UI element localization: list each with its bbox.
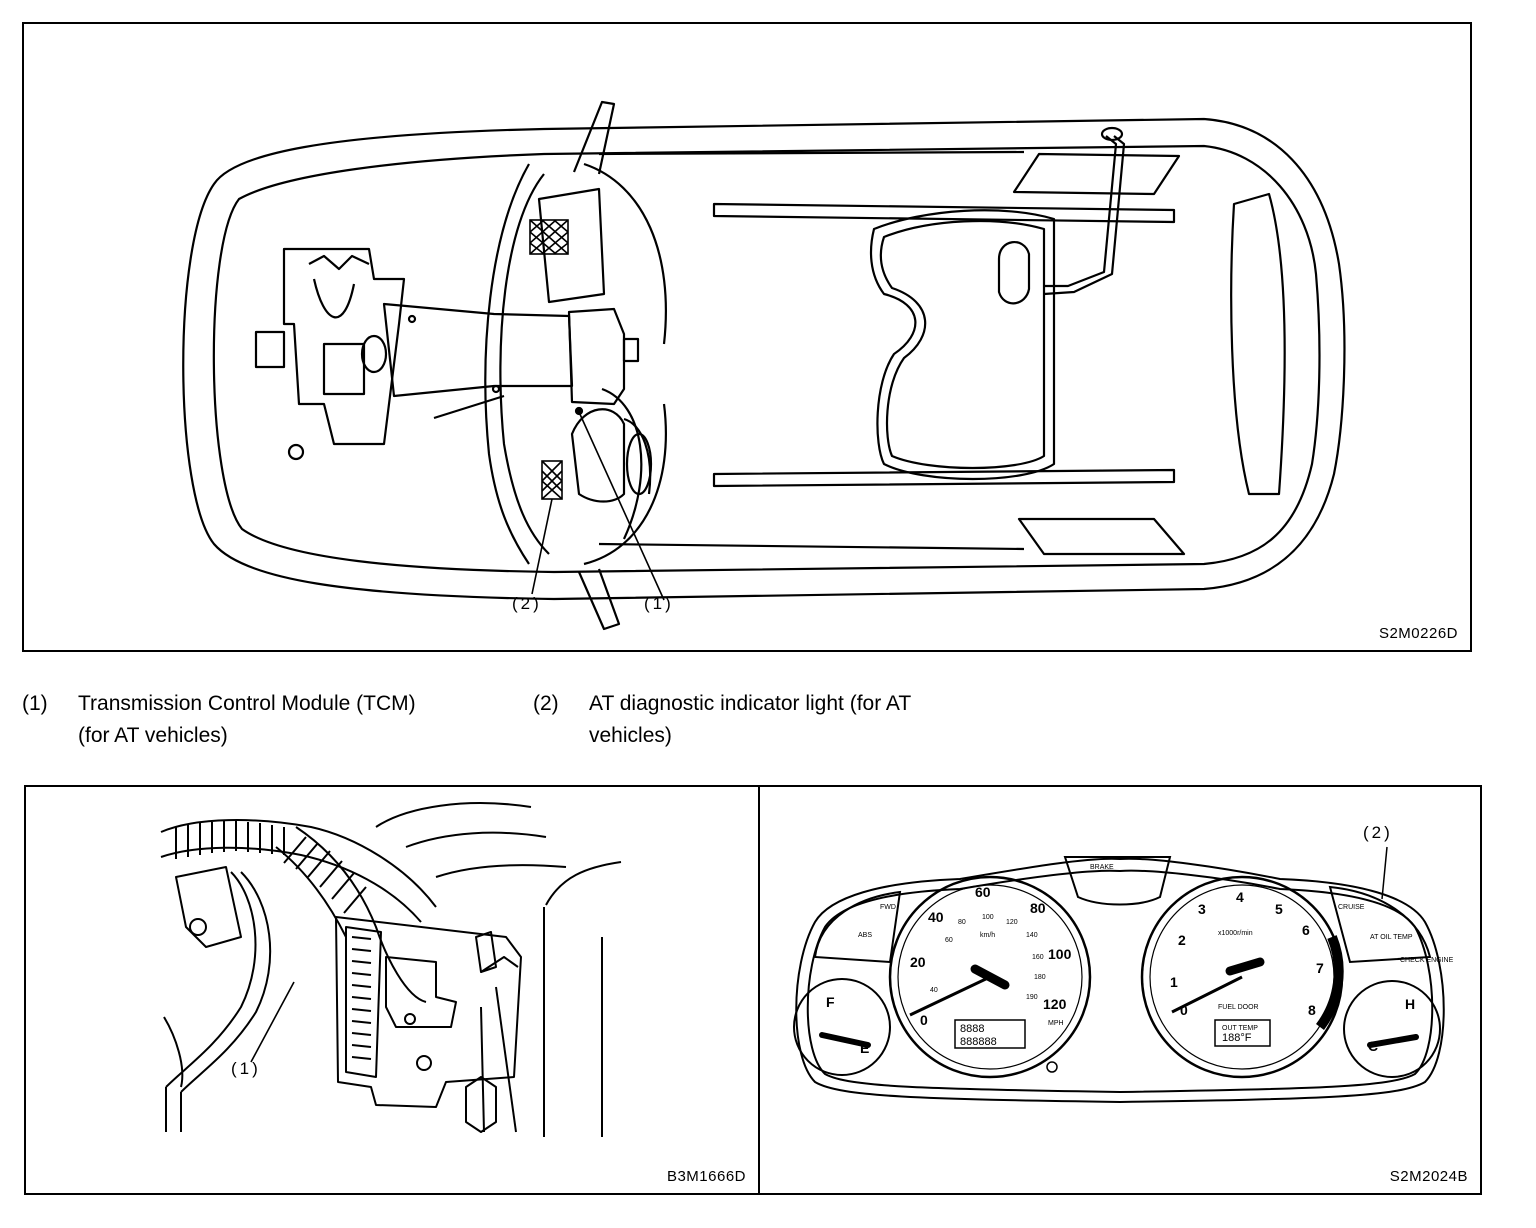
kmh-tick-60: 60	[945, 937, 953, 944]
leader-line-2	[531, 498, 553, 595]
tach-tick-4: 4	[1236, 889, 1244, 905]
legend-num-1: (1)	[22, 692, 48, 715]
tach-tick-8: 8	[1308, 1002, 1316, 1018]
instrument-cluster-panel: 0 20 40 60 80 100 120 km/h MPH x1000r/mi…	[758, 785, 1482, 1195]
legend-text-2: AT diagnostic indicator light (for AT ve…	[589, 692, 911, 747]
vehicle-plan-diagram	[182, 100, 1346, 631]
kmh-tick-140: 140	[1026, 932, 1038, 939]
fuel-full-label: F	[826, 994, 835, 1010]
kmh-tick-190: 190	[1026, 994, 1038, 1001]
tach-tick-0: 0	[1180, 1002, 1188, 1018]
fuel-empty-label: E	[860, 1040, 869, 1056]
leader-line-tcm	[250, 981, 295, 1063]
speedometer	[888, 875, 1092, 1079]
vehicle-layout-panel: (2) (1) S2M0226D	[22, 22, 1472, 652]
lamp-brake: BRAKE	[1090, 864, 1114, 871]
legend-item-1: (1) Transmission Control Module (TCM) (f…	[22, 688, 462, 758]
mph-tick-0: 0	[920, 1012, 928, 1028]
lamp-at-oil-temp: AT OIL TEMP	[1370, 934, 1413, 941]
kmh-tick-80: 80	[958, 919, 966, 926]
leader-line-indicator	[1381, 846, 1388, 900]
mph-tick-120: 120	[1043, 996, 1067, 1012]
tachometer	[1140, 875, 1344, 1079]
lcd-outside-temp: 188°F	[1222, 1032, 1252, 1044]
fuel-gauge	[793, 978, 891, 1076]
figure-code-top: S2M0226D	[1378, 625, 1458, 642]
mph-tick-40: 40	[928, 909, 944, 925]
instrument-cluster-diagram: 0 20 40 60 80 100 120 km/h MPH x1000r/mi…	[793, 846, 1454, 1104]
lamp-abs: ABS	[858, 932, 872, 939]
lamp-fwd: FWD	[880, 904, 896, 911]
legend-num-2: (2)	[533, 692, 559, 715]
callout-2-bottom: (2)	[1363, 823, 1393, 842]
mph-unit: MPH	[1048, 1020, 1064, 1027]
callout-1-bottom: (1)	[231, 1059, 261, 1078]
kmh-tick-180: 180	[1034, 974, 1046, 981]
kmh-unit: km/h	[980, 932, 995, 939]
lamp-check-engine: CHECK ENGINE	[1400, 957, 1454, 964]
kmh-tick-160: 160	[1032, 954, 1044, 961]
tach-tick-6: 6	[1302, 922, 1310, 938]
kmh-tick-120: 120	[1006, 919, 1018, 926]
leader-line-1	[578, 411, 665, 601]
hatched-indicator-light	[541, 460, 563, 500]
out-temp-label: OUT TEMP	[1222, 1025, 1258, 1032]
temp-hot-label: H	[1405, 996, 1415, 1012]
fuel-door-label: FUEL DOOR	[1218, 1004, 1259, 1011]
callout-1-top: (1)	[644, 594, 674, 613]
callout-2-top: (2)	[512, 594, 542, 613]
kmh-tick-100: 100	[982, 914, 994, 921]
mph-tick-20: 20	[910, 954, 926, 970]
kmh-tick-40: 40	[930, 987, 938, 994]
temp-gauge	[1343, 980, 1441, 1078]
figure-code-bottom-left: B3M1666D	[666, 1168, 746, 1185]
tach-unit: x1000r/min	[1218, 930, 1253, 937]
lamp-cruise: CRUISE	[1338, 904, 1365, 911]
mph-tick-80: 80	[1030, 900, 1046, 916]
temp-cold-label: C	[1368, 1038, 1378, 1054]
lcd-trip: 8888	[960, 1023, 984, 1035]
tach-tick-1: 1	[1170, 974, 1178, 990]
figure-code-bottom-right: S2M2024B	[1389, 1168, 1468, 1185]
tcm-location-panel: (1) B3M1666D	[24, 785, 760, 1195]
tach-tick-2: 2	[1178, 932, 1186, 948]
legend-text-1: Transmission Control Module (TCM) (for A…	[78, 692, 416, 747]
tcm-closeup-diagram	[160, 802, 622, 1137]
tach-tick-5: 5	[1275, 901, 1283, 917]
lcd-odo: 888888	[960, 1036, 997, 1048]
mph-tick-100: 100	[1048, 946, 1072, 962]
tach-tick-3: 3	[1198, 901, 1206, 917]
legend-item-2: (2) AT diagnostic indicator light (for A…	[533, 688, 973, 758]
hatched-connector-upper	[529, 219, 569, 255]
tach-tick-7: 7	[1316, 960, 1324, 976]
mph-tick-60: 60	[975, 884, 991, 900]
